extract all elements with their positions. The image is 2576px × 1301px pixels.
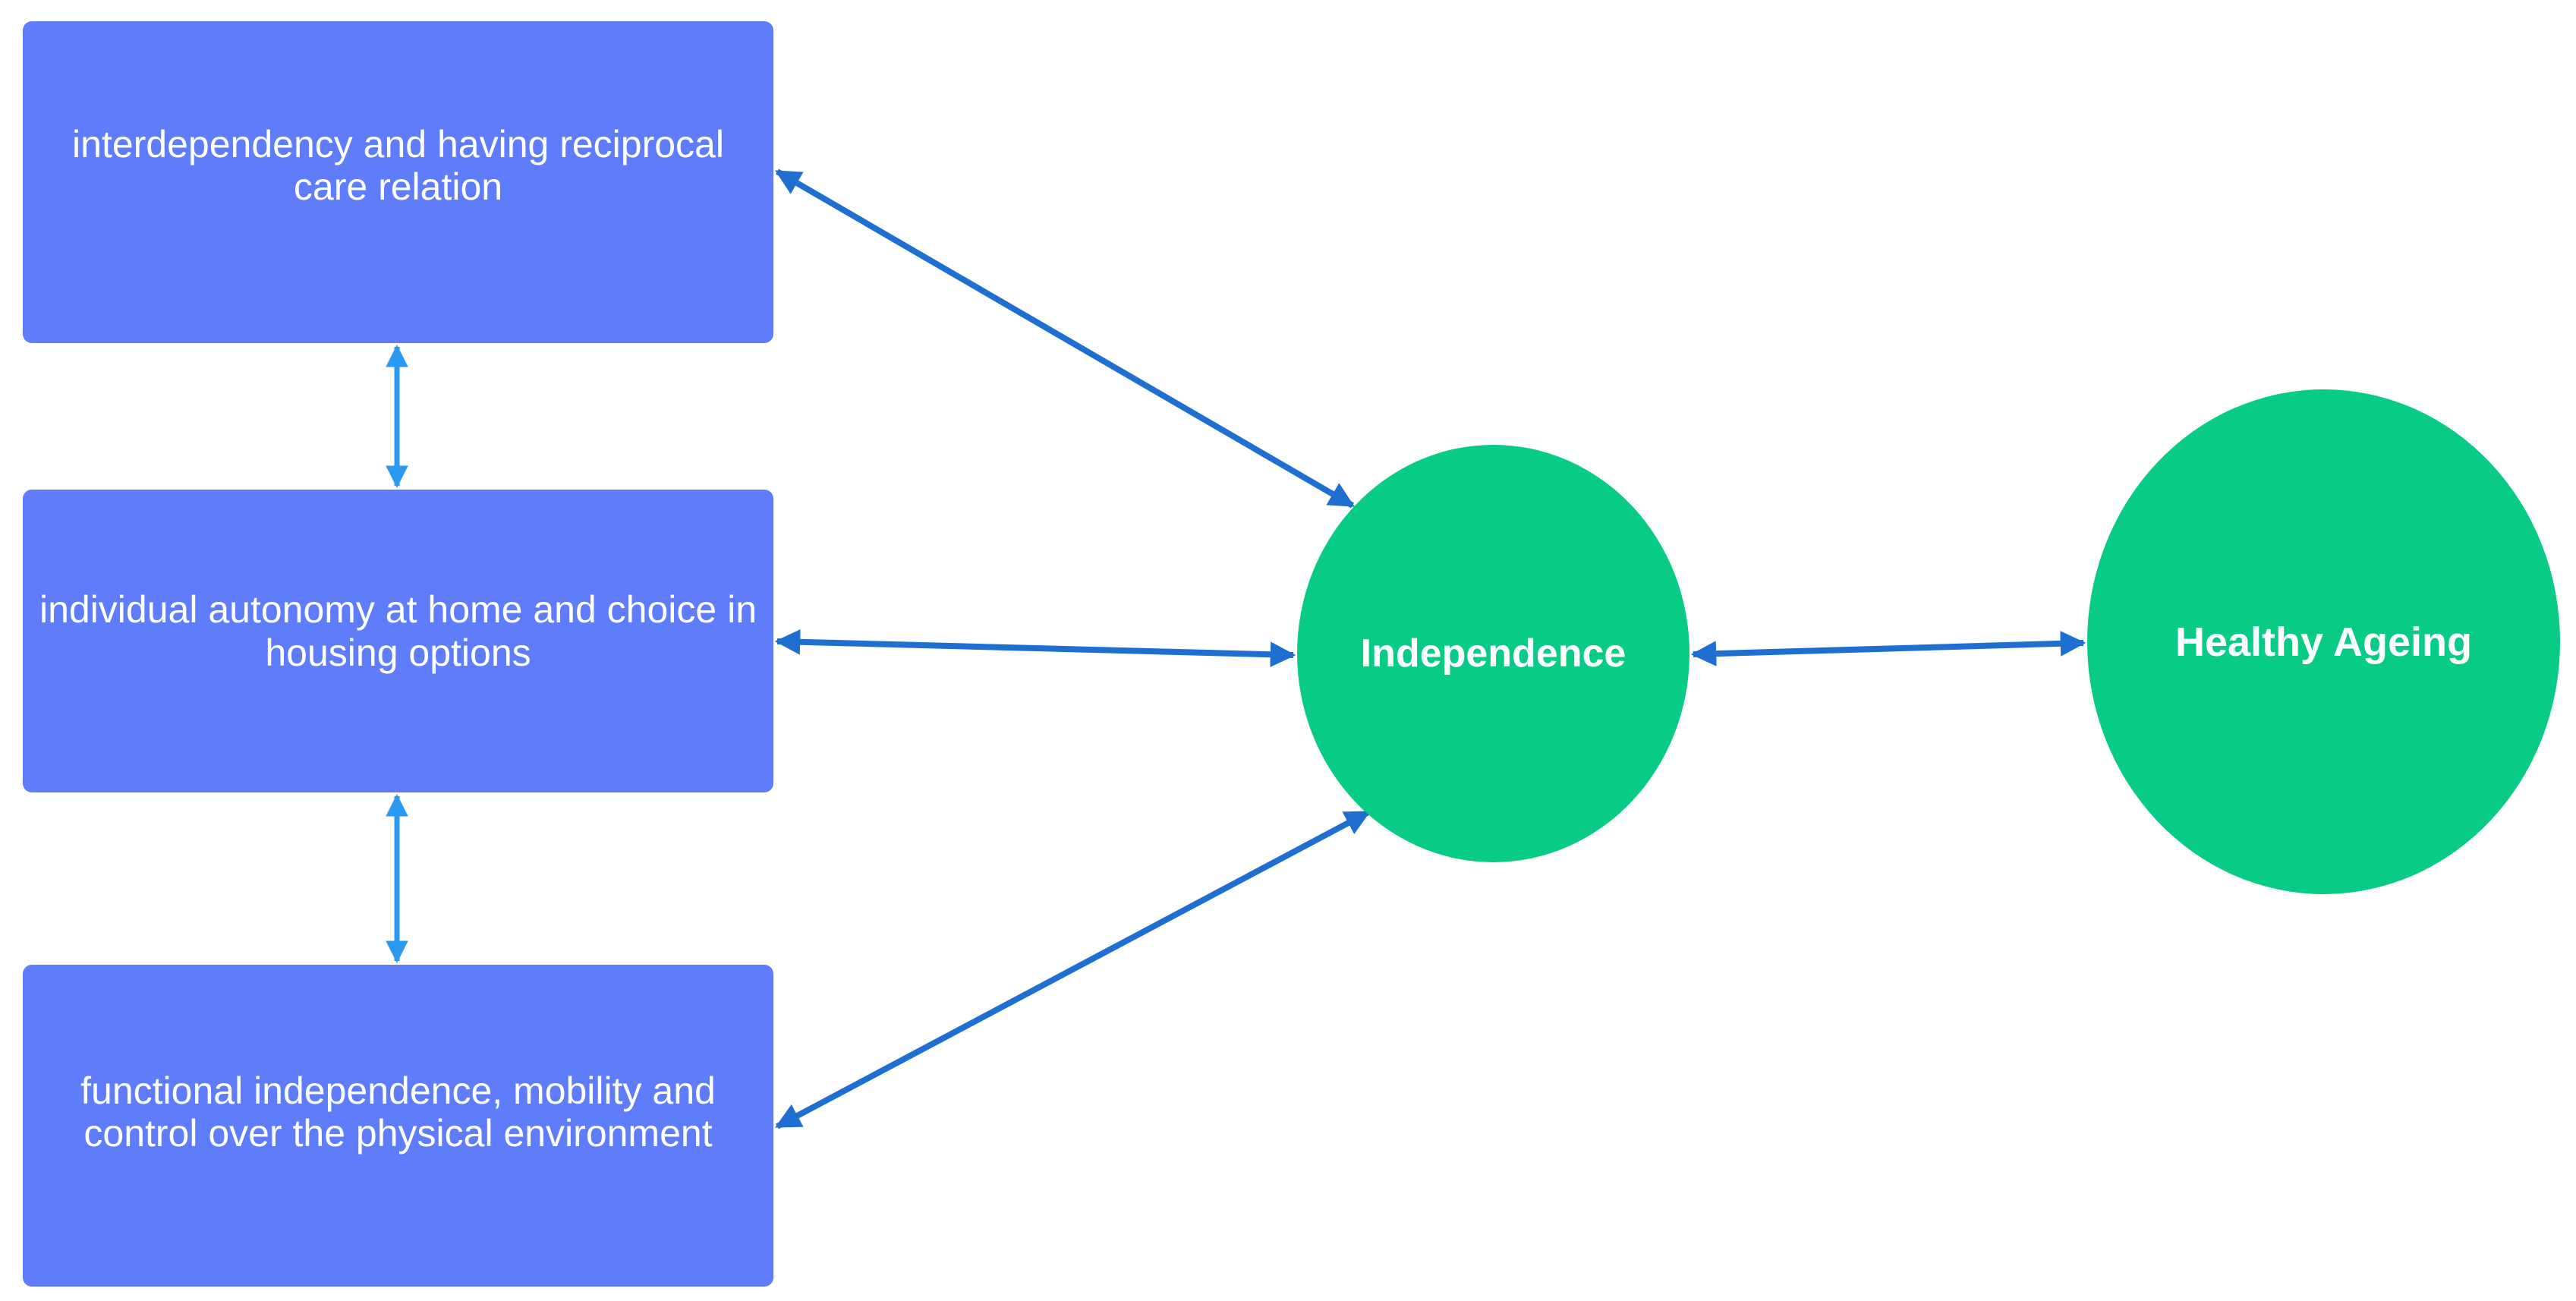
factor-label-autonomy: individual autonomy at home and choice i… [39,588,757,674]
healthy-ageing-label: Healthy Ageing [2174,619,2473,665]
healthy-ageing-node: Healthy Ageing [2087,389,2560,894]
factor-box-functional-independence: functional independence, mobility and co… [23,965,773,1287]
independence-node: Independence [1297,445,1690,862]
factor-box-interdependency: interdependency and having reciprocal ca… [23,21,773,343]
arrow-autonomy-to-independence [774,629,1296,667]
independence-label: Independence [1360,632,1627,676]
factor-label-interdependency: interdependency and having reciprocal ca… [72,122,724,209]
arrow-interdependency-to-independence [775,169,1355,509]
factor-box-autonomy: individual autonomy at home and choice i… [23,490,773,792]
arrow-independence-to-healthy-ageing [1690,631,2086,666]
factor-label-functional-independence: functional independence, mobility and co… [80,1069,716,1155]
arrow-functional-to-independence [775,809,1371,1129]
